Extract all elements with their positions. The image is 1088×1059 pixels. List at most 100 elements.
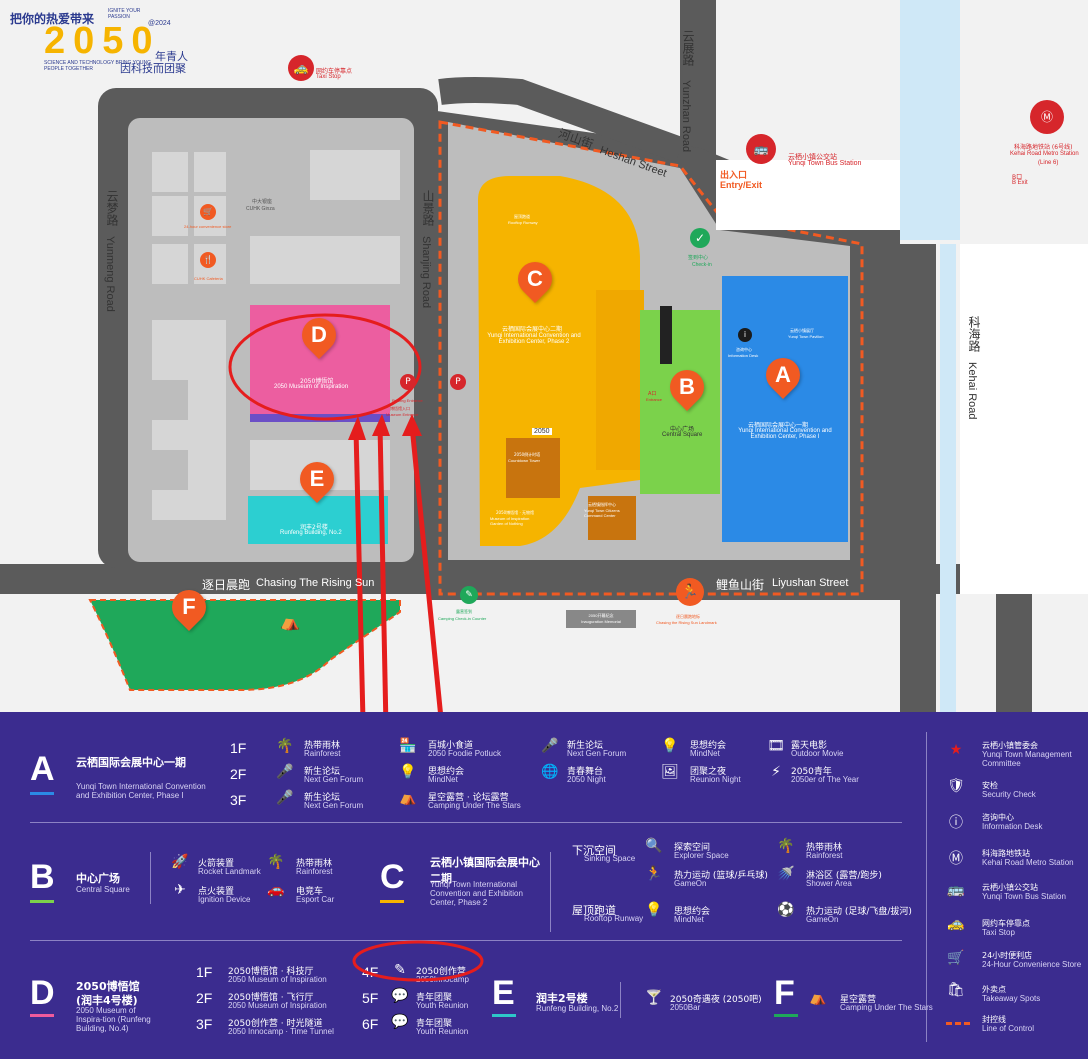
- camping-checkin-icon[interactable]: ✎: [460, 586, 478, 604]
- zone-c-pin[interactable]: C: [510, 254, 560, 304]
- legend-c-j2-cn: 热力运动 (足球/飞盘/拔河): [806, 907, 912, 917]
- tagline-cn-1: 年青人: [155, 50, 188, 63]
- legend-c-i0-en: Explorer Space: [674, 851, 729, 860]
- check-in-en: Check-in: [692, 262, 712, 268]
- legend-b-letter: B: [30, 858, 55, 896]
- legend-r4-en: Yunqi Town Bus Station: [982, 892, 1066, 901]
- inauguration-cn: 2050开幕纪念: [588, 613, 614, 618]
- chasing-sun-cn: 逐日晨跑: [202, 578, 251, 592]
- legend-c-en: Yunqi Town International Convention and …: [430, 880, 523, 907]
- shanjing-road-en: Shanjing Road: [420, 236, 432, 309]
- legend-c-i2-en: MindNet: [674, 915, 704, 924]
- yunmeng-road-cn: 云梦路: [105, 190, 119, 226]
- cocktail-icon: 🍸: [645, 990, 663, 1006]
- entry-exit-en[interactable]: Entry/Exit: [720, 180, 763, 190]
- legend-a-letter: A: [30, 750, 55, 788]
- info-icon[interactable]: i: [738, 328, 752, 342]
- legend-a-c2-0-en: 2050 Foodie Potluck: [428, 749, 501, 758]
- legend-b-c2-0-en: Rainforest: [296, 867, 333, 876]
- museum-entrance-en: Museum Entrance: [386, 412, 419, 417]
- taxi-stop-cn: 网约车停靠点: [316, 68, 353, 75]
- legend-r6-cn: 24小时便利店: [982, 951, 1033, 960]
- kehai-road-en: Kehai Road: [966, 362, 978, 420]
- check-in-icon[interactable]: ✓: [690, 228, 710, 248]
- legend-b-c1-0-en: Rocket Landmark: [198, 867, 261, 876]
- zone-d-label-cn: 2050博悟馆: [300, 378, 334, 385]
- zone-b-pin[interactable]: B: [662, 362, 712, 412]
- museum-entrance-cn: 博悟馆入口: [390, 406, 410, 411]
- legend-d-letter: D: [30, 974, 55, 1012]
- zone-e-pin[interactable]: E: [292, 454, 342, 504]
- zone-d-pin[interactable]: D: [294, 310, 344, 360]
- palm-tree-icon: 🌴: [267, 854, 285, 870]
- annotation-ellipse-d: [228, 313, 422, 421]
- running-icon: 🏃: [645, 866, 663, 882]
- zone-f-pin[interactable]: F: [164, 582, 214, 632]
- yunzhan-road-cn: 云展路: [681, 30, 695, 66]
- legend-a-c5-0-en: Outdoor Movie: [791, 749, 844, 758]
- legend-c-rooftop-en: Rooftop Runway: [584, 914, 644, 923]
- legend-a-floor-3: 3F: [230, 792, 247, 808]
- zone-a-building[interactable]: [722, 276, 848, 542]
- cart-icon[interactable]: 🛒: [200, 204, 216, 220]
- bus-station-en: Yunqi Town Bus Station: [788, 160, 862, 167]
- door-a: A口: [648, 391, 657, 397]
- legend-c-j1-cn: 淋浴区 (露营/跑步): [806, 871, 882, 881]
- taxi-icon[interactable]: 🚕: [288, 55, 314, 81]
- b-exit-en[interactable]: B Exit: [1012, 180, 1028, 186]
- parking-icon[interactable]: P: [400, 374, 416, 390]
- slogan-en: IGNITE YOUR PASSION: [108, 8, 141, 20]
- microphone-icon: 🎤: [541, 738, 559, 754]
- road-kehai-left: [900, 244, 936, 712]
- legend-a-c1-2-en: Next Gen Forum: [304, 801, 364, 810]
- museum-nothing-cn: 2050博悟馆 · 无物馆: [496, 510, 534, 515]
- legend-a-c3-0-cn: 新生论坛: [567, 741, 604, 751]
- year-badge: @2024: [148, 20, 171, 27]
- bus-icon[interactable]: 🚌: [746, 134, 776, 164]
- legend-a-c5-0-cn: 露天电影: [791, 741, 828, 751]
- ball-icon: ⚽: [777, 902, 795, 918]
- bus-icon: 🚌: [947, 882, 965, 898]
- globe-icon: 🌐: [541, 764, 559, 780]
- zone-a-pin[interactable]: A: [758, 350, 808, 400]
- legend-e-i-en: 2050Bar: [670, 1003, 701, 1012]
- metro-icon[interactable]: Ⓜ: [1030, 100, 1064, 134]
- legend-r5-en: Taxi Stop: [982, 928, 1015, 937]
- legend-r7-en: Takeaway Spots: [982, 994, 1041, 1003]
- image-icon: 🖼: [661, 764, 679, 780]
- map-canvas: [0, 0, 1088, 712]
- liyushan-street-cn: 鲤鱼山街: [716, 578, 765, 592]
- legend-a-c5-1-en: 2050er of The Year: [791, 775, 859, 784]
- legend-c-i2-cn: 思想约会: [674, 907, 711, 917]
- inauguration-en: Inauguration Memorial: [581, 619, 621, 624]
- info-desk-cn: 咨询中心: [736, 347, 752, 352]
- legend-f-swatch: [774, 1014, 798, 1017]
- legend-c-i1-en: GameOn: [674, 879, 707, 888]
- running-icon[interactable]: 🏃: [676, 578, 704, 606]
- legend-a-c3-1-cn: 青春舞台: [567, 767, 604, 777]
- water-stripe: [900, 0, 960, 240]
- legend-a-c2-0-cn: 百城小食道: [428, 741, 474, 751]
- legend-d-floor-6: 6F: [362, 1016, 379, 1032]
- cafeteria-icon[interactable]: 🍴: [200, 252, 216, 268]
- legend-r7-cn: 外卖点: [982, 985, 1006, 994]
- liyushan-street-en: Liyushan Street: [772, 577, 849, 589]
- legend-b-c2-0-cn: 热带雨林: [296, 859, 333, 869]
- town-pavilion-en: Yunqi Town Pavilion: [788, 334, 824, 339]
- chat-icon: 💬: [391, 1014, 409, 1030]
- zone-c-label-cn: 云栖国际会展中心二期: [502, 326, 563, 333]
- zone-f-park[interactable]: [90, 600, 400, 690]
- zone-e-building[interactable]: [248, 496, 388, 544]
- search-icon: 🔍: [645, 838, 663, 854]
- legend-b-swatch: [30, 900, 54, 903]
- legend-r1-cn: 安检: [982, 781, 998, 790]
- cuhk-ginza-en: CUHK Ginza: [246, 206, 275, 212]
- legend-a-floor-2: 2F: [230, 766, 247, 782]
- legend-b-c1-1-cn: 点火装置: [198, 887, 235, 897]
- tagline-en: SCIENCE AND TECHNOLOGY BRING YOUNG PEOPL…: [44, 60, 151, 72]
- yunmeng-road-en: Yunmeng Road: [104, 236, 116, 312]
- parking-icon-2[interactable]: P: [450, 374, 466, 390]
- control-line-icon: [946, 1022, 970, 1025]
- b-exit-cn: B口: [1012, 174, 1023, 181]
- rocket-icon: 🚀: [171, 854, 189, 870]
